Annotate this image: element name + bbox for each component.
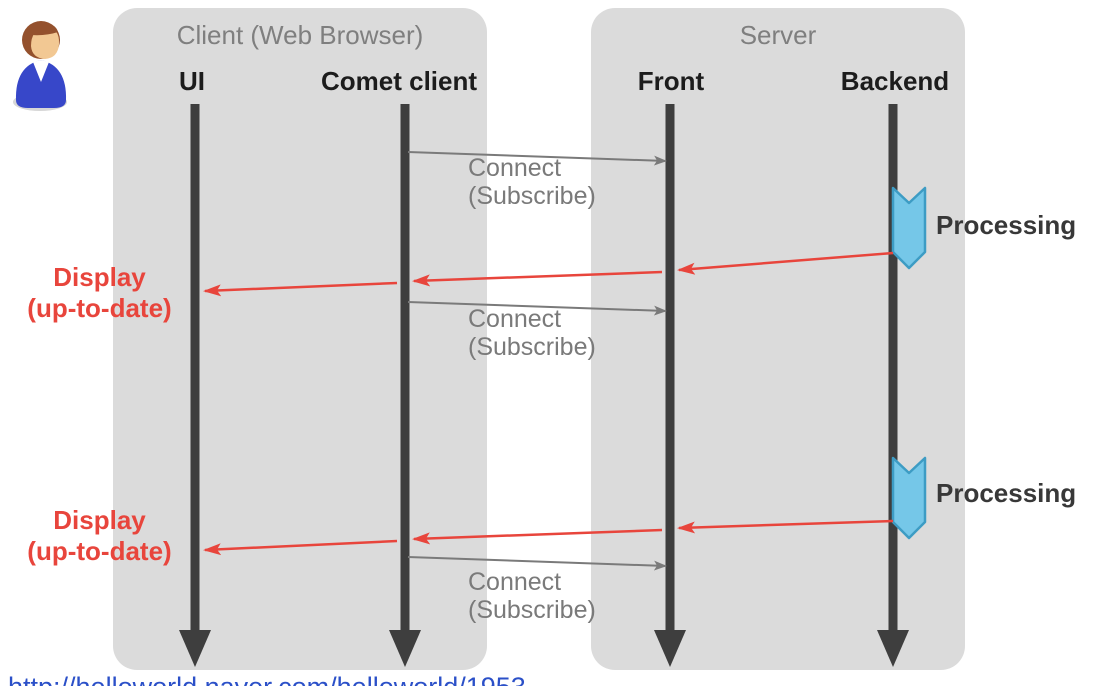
lifeline-comet-client [389,104,421,667]
source-link[interactable]: http://helloworld.naver.com/helloworld/1… [8,672,526,686]
display-arrow-1 [203,251,894,297]
display-label-1: Display (up-to-date) [2,262,197,324]
connect-label-3: Connect (Subscribe) [468,568,596,624]
server-panel-title: Server [739,20,817,50]
processing-shape-2 [891,456,927,540]
connect-arrow-1 [407,151,667,166]
connect-arrow-3 [407,556,667,571]
lifeline-label-ui: UI [179,66,205,96]
connect-label-3-line1: Connect [468,568,562,596]
server-panel [591,8,965,670]
display-label-2-line2: (up-to-date) [27,536,172,566]
lifeline-label-front: Front [637,66,705,96]
display-label-1-line1: Display [53,262,146,292]
display-label-1-line2: (up-to-date) [27,293,172,323]
connect-label-1-line1: Connect [468,154,562,182]
connect-arrow-2 [407,301,667,316]
connect-label-2-line1: Connect [468,305,562,333]
client-panel-title: Client (Web Browser) [176,20,424,50]
connect-label-1-line2: (Subscribe) [468,182,596,210]
lifeline-label-backend: Backend [840,66,950,96]
display-label-2-line1: Display [53,505,146,535]
processing-shape-1 [891,186,927,270]
user-icon [13,21,67,111]
processing-label-2: Processing [936,478,1077,508]
lifeline-label-comet-client: Comet client [320,66,478,96]
client-panel [113,8,487,670]
connect-label-2: Connect (Subscribe) [468,305,596,361]
connect-label-2-line2: (Subscribe) [468,333,596,361]
lifeline-front [654,104,686,667]
display-arrow-2 [203,519,894,556]
processing-label-1: Processing [936,210,1077,240]
connect-label-1: Connect (Subscribe) [468,154,596,210]
display-label-2: Display (up-to-date) [2,505,197,567]
lifeline-ui [179,104,211,667]
connect-label-3-line2: (Subscribe) [468,596,596,624]
